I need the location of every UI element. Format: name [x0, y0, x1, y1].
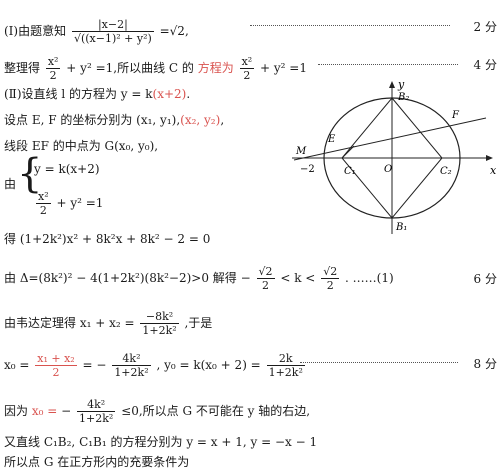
fraction-numerator: x² — [36, 190, 51, 204]
fraction-denominator: 2 — [52, 366, 60, 379]
text-segment: < k < — [280, 271, 316, 285]
label-f: F — [451, 110, 460, 121]
score-marker: 6 分 — [473, 272, 497, 286]
fraction-numerator: √2 — [321, 265, 340, 279]
fraction-numerator: 4k² — [77, 398, 116, 412]
line-5: 线段 EF 的中点为 G(x₀, y₀), — [4, 139, 159, 153]
highlight-text: 方程为 — [197, 61, 234, 75]
label-m: M — [295, 146, 307, 157]
label-minus-2: −2 — [300, 164, 315, 175]
fraction-numerator: x² — [45, 55, 61, 69]
text-segment: , y₀ = k(x₀ + 2) = — [156, 358, 261, 372]
segment-g — [341, 145, 355, 159]
square-c1b2c2b1 — [341, 97, 443, 219]
vieta-fraction: −8k² 1+2k² — [140, 310, 179, 337]
fraction-denominator: 2 — [49, 69, 57, 82]
dotted-leader — [300, 362, 458, 364]
line-6-prefix: 由 — [4, 177, 17, 191]
line-9: 由韦达定理得 x₁ + x₂ = −8k² 1+2k² ,于是 — [4, 310, 212, 337]
label-x: x — [490, 164, 497, 177]
line-l — [293, 117, 487, 161]
fraction-denominator: 2 — [243, 69, 251, 82]
line-3: (Ⅱ)设直线 l 的方程为 y = k(x+2). — [4, 88, 190, 100]
text-segment: . — [186, 87, 191, 101]
line-7: 得 (1+2k²)x² + 8k²x + 8k² − 2 = 0 — [4, 232, 211, 246]
score-marker: 2 分 — [473, 20, 497, 34]
line-13: 所以点 G 在正方形内的充要条件为 — [4, 455, 190, 469]
equation-result: =√2, — [159, 24, 189, 38]
line-2: 整理得 x² 2 + y² =1,所以曲线 C 的 方程为 x² 2 + y² … — [4, 55, 307, 82]
text-segment: + y² =1 — [56, 196, 104, 210]
midpoint-fraction: x₁ + x₂ 2 — [35, 352, 77, 379]
text-segment: (Ⅱ)设直线 l 的方程为 y = k — [4, 87, 153, 101]
line-8: 由 Δ=(8k²)² − 4(1+2k²)(8k²−2)>0 解得 − √2 2… — [4, 265, 394, 292]
text-segment: 整理得 — [4, 61, 41, 75]
sqrt2-over-2: √2 2 — [321, 265, 340, 292]
fraction-denominator: 1+2k² — [142, 324, 177, 337]
text-segment: + y² =1,所以曲线 C 的 — [66, 61, 194, 75]
text-segment: − — [61, 404, 72, 418]
text-segment: 因为 — [4, 404, 29, 418]
line-12: 又直线 C₁B₂, C₁B₁ 的方程分别为 y = x + 1, y = −x … — [4, 435, 318, 449]
label-b2: B₂ — [397, 92, 409, 103]
fraction-denominator: 1+2k² — [114, 366, 149, 379]
text-segment: 由韦达定理得 x₁ + x₂ = — [4, 316, 135, 330]
highlight-text: (x₂, y₂) — [180, 113, 221, 127]
fraction-numerator: 2k — [266, 352, 305, 366]
highlight-text: (x+2) — [152, 87, 187, 101]
line-10: x₀ = x₁ + x₂ 2 = − 4k² 1+2k² , y₀ = k(x₀… — [4, 352, 307, 379]
dotted-leader — [250, 25, 450, 27]
x-axis-arrow-icon — [486, 155, 493, 161]
dotted-leader — [318, 64, 458, 66]
sqrt2-over-2: √2 2 — [256, 265, 275, 292]
fraction-denominator: 1+2k² — [268, 366, 303, 379]
system-equation-1: y = k(x+2) — [34, 162, 100, 176]
fraction-numerator: −8k² — [140, 310, 179, 324]
line-11: 因为 x₀ = − 4k² 1+2k² ≤0,所以点 G 不可能在 y 轴的右边… — [4, 398, 310, 425]
label-c2: C₂ — [440, 166, 452, 177]
x0-fraction: 4k² 1+2k² — [112, 352, 151, 379]
score-marker: 8 分 — [473, 357, 497, 371]
fraction-denominator: √((x−1)² + y²) — [73, 32, 152, 45]
text-segment: 由 Δ=(8k²)² − 4(1+2k²)(8k²−2)>0 解得 − — [4, 271, 251, 285]
fraction-numerator: x₁ + x₂ — [35, 352, 77, 366]
text-segment: 设点 E, F 的坐标分别为 (x₁, y₁), — [4, 113, 181, 127]
distance-ratio-fraction: |x−2| √((x−1)² + y²) — [71, 18, 154, 45]
label-c1: C₁ — [344, 166, 356, 177]
text-segment: = − — [82, 358, 107, 372]
text-segment: ,于是 — [184, 316, 213, 330]
x-squared-over-2: x² 2 — [36, 190, 51, 217]
score-marker: 4 分 — [473, 58, 497, 72]
fraction-numerator: 4k² — [112, 352, 151, 366]
label-b1: B₁ — [395, 222, 407, 233]
highlight-text: x₀ = — [31, 404, 58, 418]
text-segment: . ……(1) — [345, 271, 394, 285]
x-squared-over-2: x² 2 — [239, 55, 255, 82]
fraction-numerator: |x−2| — [71, 18, 154, 32]
text-segment: ≤0,所以点 G 不可能在 y 轴的右边, — [121, 404, 311, 418]
fraction-denominator: 2 — [326, 279, 334, 292]
line-1: (Ⅰ)由题意知 |x−2| √((x−1)² + y²) =√2, — [4, 18, 189, 45]
line-4: 设点 E, F 的坐标分别为 (x₁, y₁),(x₂, y₂), — [4, 114, 224, 126]
label-e: E — [327, 134, 336, 145]
text-segment: + y² =1 — [260, 61, 307, 75]
y0-fraction: 2k 1+2k² — [266, 352, 305, 379]
fraction-denominator: 1+2k² — [79, 412, 114, 425]
x-squared-over-2: x² 2 — [45, 55, 61, 82]
ellipse-figure: y x B₂ B₁ C₁ C₂ E F M −2 O — [292, 78, 497, 234]
text-segment: x₀ = — [4, 358, 30, 372]
text-segment: , — [220, 113, 225, 127]
fraction-denominator: 2 — [262, 279, 269, 292]
x0-fraction: 4k² 1+2k² — [77, 398, 116, 425]
fraction-numerator: x² — [239, 55, 255, 69]
fraction-numerator: √2 — [256, 265, 275, 279]
part-label: (Ⅰ)由题意知 — [4, 24, 67, 38]
system-brace: { — [17, 151, 43, 197]
system-equation-2: x² 2 + y² =1 — [34, 190, 103, 217]
y-axis-arrow-icon — [389, 81, 395, 88]
label-y: y — [397, 78, 405, 91]
fraction-denominator: 2 — [39, 204, 47, 217]
label-origin: O — [384, 164, 392, 175]
